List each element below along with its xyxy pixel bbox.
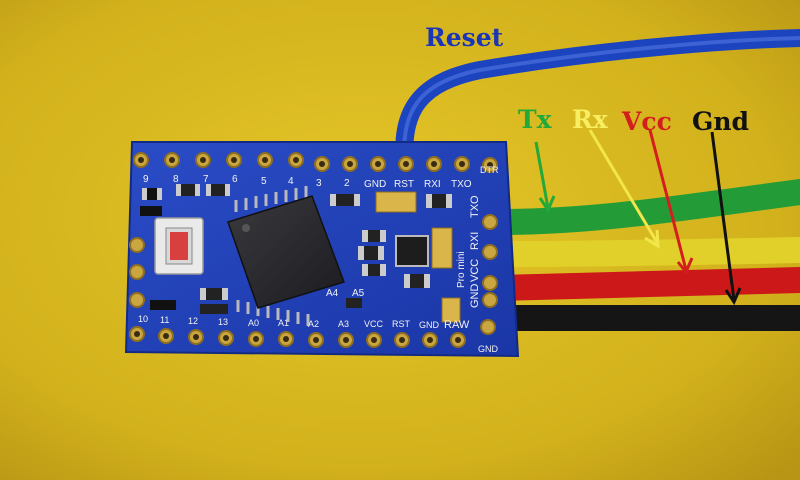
pin-label-4: 4: [288, 176, 294, 187]
pin-label-rxi-top: RXI: [424, 179, 441, 190]
pin-label-10: 10: [138, 314, 148, 324]
pin-label-rxi-right: RXI: [469, 232, 481, 250]
reset-button: [154, 217, 204, 275]
pin-label-9: 9: [143, 174, 149, 185]
bottom-header-pins: [129, 326, 466, 348]
silkscreen-labels: 9 8 7 6 5 4 3 2 GND RST RXI TXO DTR TXO …: [138, 165, 499, 354]
annotation-arrows: [534, 129, 742, 306]
pin-label-rst-top: RST: [394, 179, 414, 190]
gnd-annotation: Gnd: [692, 107, 749, 136]
pin-label-vcc-bottom: VCC: [364, 319, 384, 329]
pin-label-a1: A1: [278, 318, 289, 328]
pin-label-gnd-bottom: GND: [419, 320, 440, 330]
top-header-pins: [133, 152, 498, 173]
vcc-annotation: Vcc: [621, 107, 672, 136]
vcc-wire: [487, 267, 800, 301]
smd-components: [140, 184, 461, 323]
pin-label-raw: RAW: [444, 319, 470, 331]
pin-label-3: 3: [316, 178, 322, 189]
arduino-pro-mini-board: 9 8 7 6 5 4 3 2 GND RST RXI TXO DTR TXO …: [124, 141, 520, 358]
pin-label-a3: A3: [338, 319, 349, 329]
pin-label-7: 7: [203, 174, 209, 185]
model-label: Pro mini: [456, 251, 467, 288]
pin-label-vcc-right: VCC: [469, 259, 481, 282]
pin-label-gnd-corner: GND: [478, 344, 499, 354]
pin-label-a4: A4: [326, 288, 339, 299]
pin-label-6: 6: [232, 174, 238, 185]
pin-label-a5: A5: [352, 288, 365, 299]
pin-label-gnd-top: GND: [364, 179, 386, 190]
rx-wire: [487, 237, 800, 267]
pin-label-rst-bottom: RST: [392, 319, 411, 329]
pin-label-12: 12: [188, 316, 198, 326]
pin-label-dtr: DTR: [480, 165, 499, 175]
pin-label-txo-right: TXO: [469, 195, 481, 218]
pin-label-a2: A2: [308, 319, 319, 329]
pin-label-11: 11: [160, 315, 169, 325]
pin-label-8: 8: [173, 174, 179, 185]
reset-annotation: Reset: [425, 23, 504, 52]
pin-label-gnd-right: GND: [469, 284, 481, 309]
pin-label-txo-top: TXO: [451, 179, 472, 190]
tx-wire: [487, 179, 800, 235]
pin-label-2: 2: [344, 178, 350, 189]
left-header-pins: [129, 237, 145, 308]
pin-label-5: 5: [261, 176, 267, 187]
pin-label-13: 13: [218, 317, 228, 327]
pin-label-a0: A0: [248, 318, 259, 328]
rx-annotation: Rx: [572, 105, 609, 134]
tx-annotation: Tx: [518, 105, 553, 134]
atmega-chip: [227, 186, 345, 326]
right-header-pins: [480, 214, 498, 335]
